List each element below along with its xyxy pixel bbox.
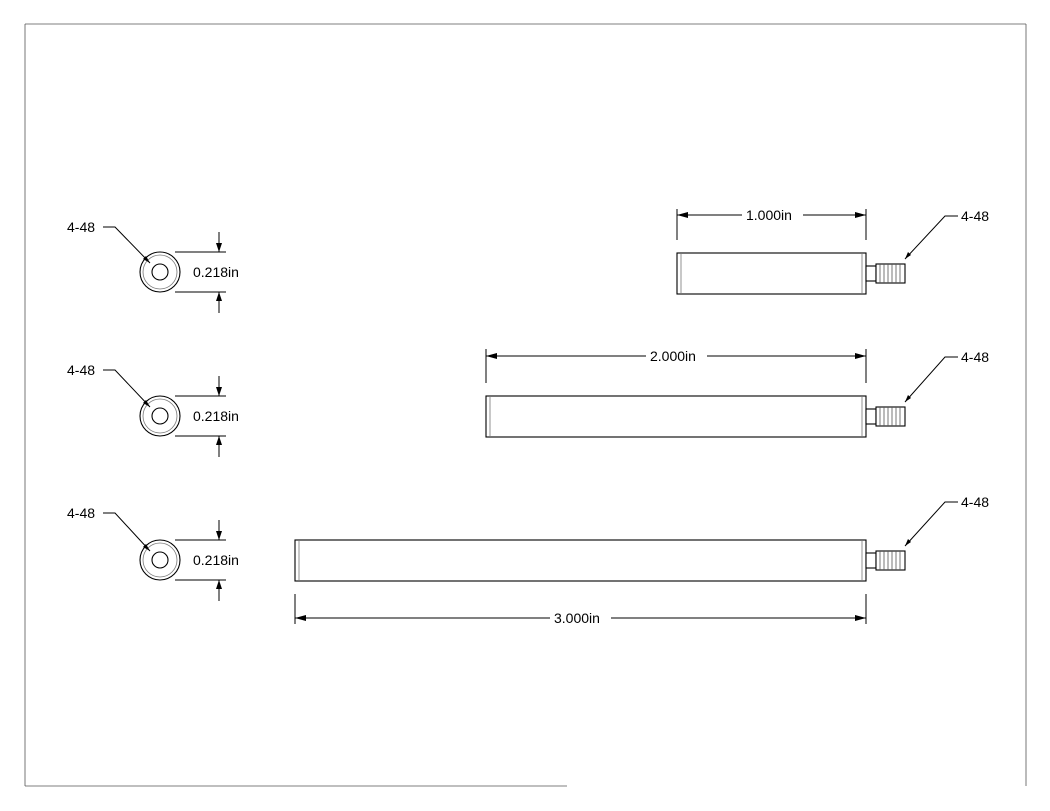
length-dimension: 1.000in xyxy=(746,207,792,223)
end-view-3: 4-48 0.218in xyxy=(67,505,239,601)
end-view-2: 4-48 0.218in xyxy=(67,362,239,457)
thread-callout: 4-48 xyxy=(961,208,989,224)
standoff-body xyxy=(676,252,867,295)
tapped-hole-circle xyxy=(151,263,169,281)
end-view-1: 4-48 0.218in xyxy=(67,219,239,313)
length-dimension: 3.000in xyxy=(554,610,600,626)
thread-callout: 4-48 xyxy=(961,494,989,510)
standoff-body xyxy=(485,395,867,438)
tapped-hole-circle xyxy=(151,407,169,425)
length-dimension: 2.000in xyxy=(650,348,696,364)
threaded-stud xyxy=(865,406,906,427)
thread-callout: 4-48 xyxy=(67,505,95,521)
threaded-stud xyxy=(865,263,906,284)
thread-callout: 4-48 xyxy=(961,349,989,365)
diameter-dimension: 0.218in xyxy=(193,552,239,568)
tapped-hole-circle xyxy=(151,551,169,569)
side-view-2: 2.000in 4-48 xyxy=(485,348,989,438)
thread-callout: 4-48 xyxy=(67,219,95,235)
side-view-1: 1.000in 4-48 xyxy=(676,207,989,295)
thread-callout: 4-48 xyxy=(67,362,95,378)
diameter-dimension: 0.218in xyxy=(193,264,239,280)
threaded-stud xyxy=(865,550,906,571)
diameter-dimension: 0.218in xyxy=(193,408,239,424)
side-view-3: 3.000in 4-48 xyxy=(294,494,989,626)
standoff-body xyxy=(294,539,867,582)
sheet-border xyxy=(24,23,1027,787)
